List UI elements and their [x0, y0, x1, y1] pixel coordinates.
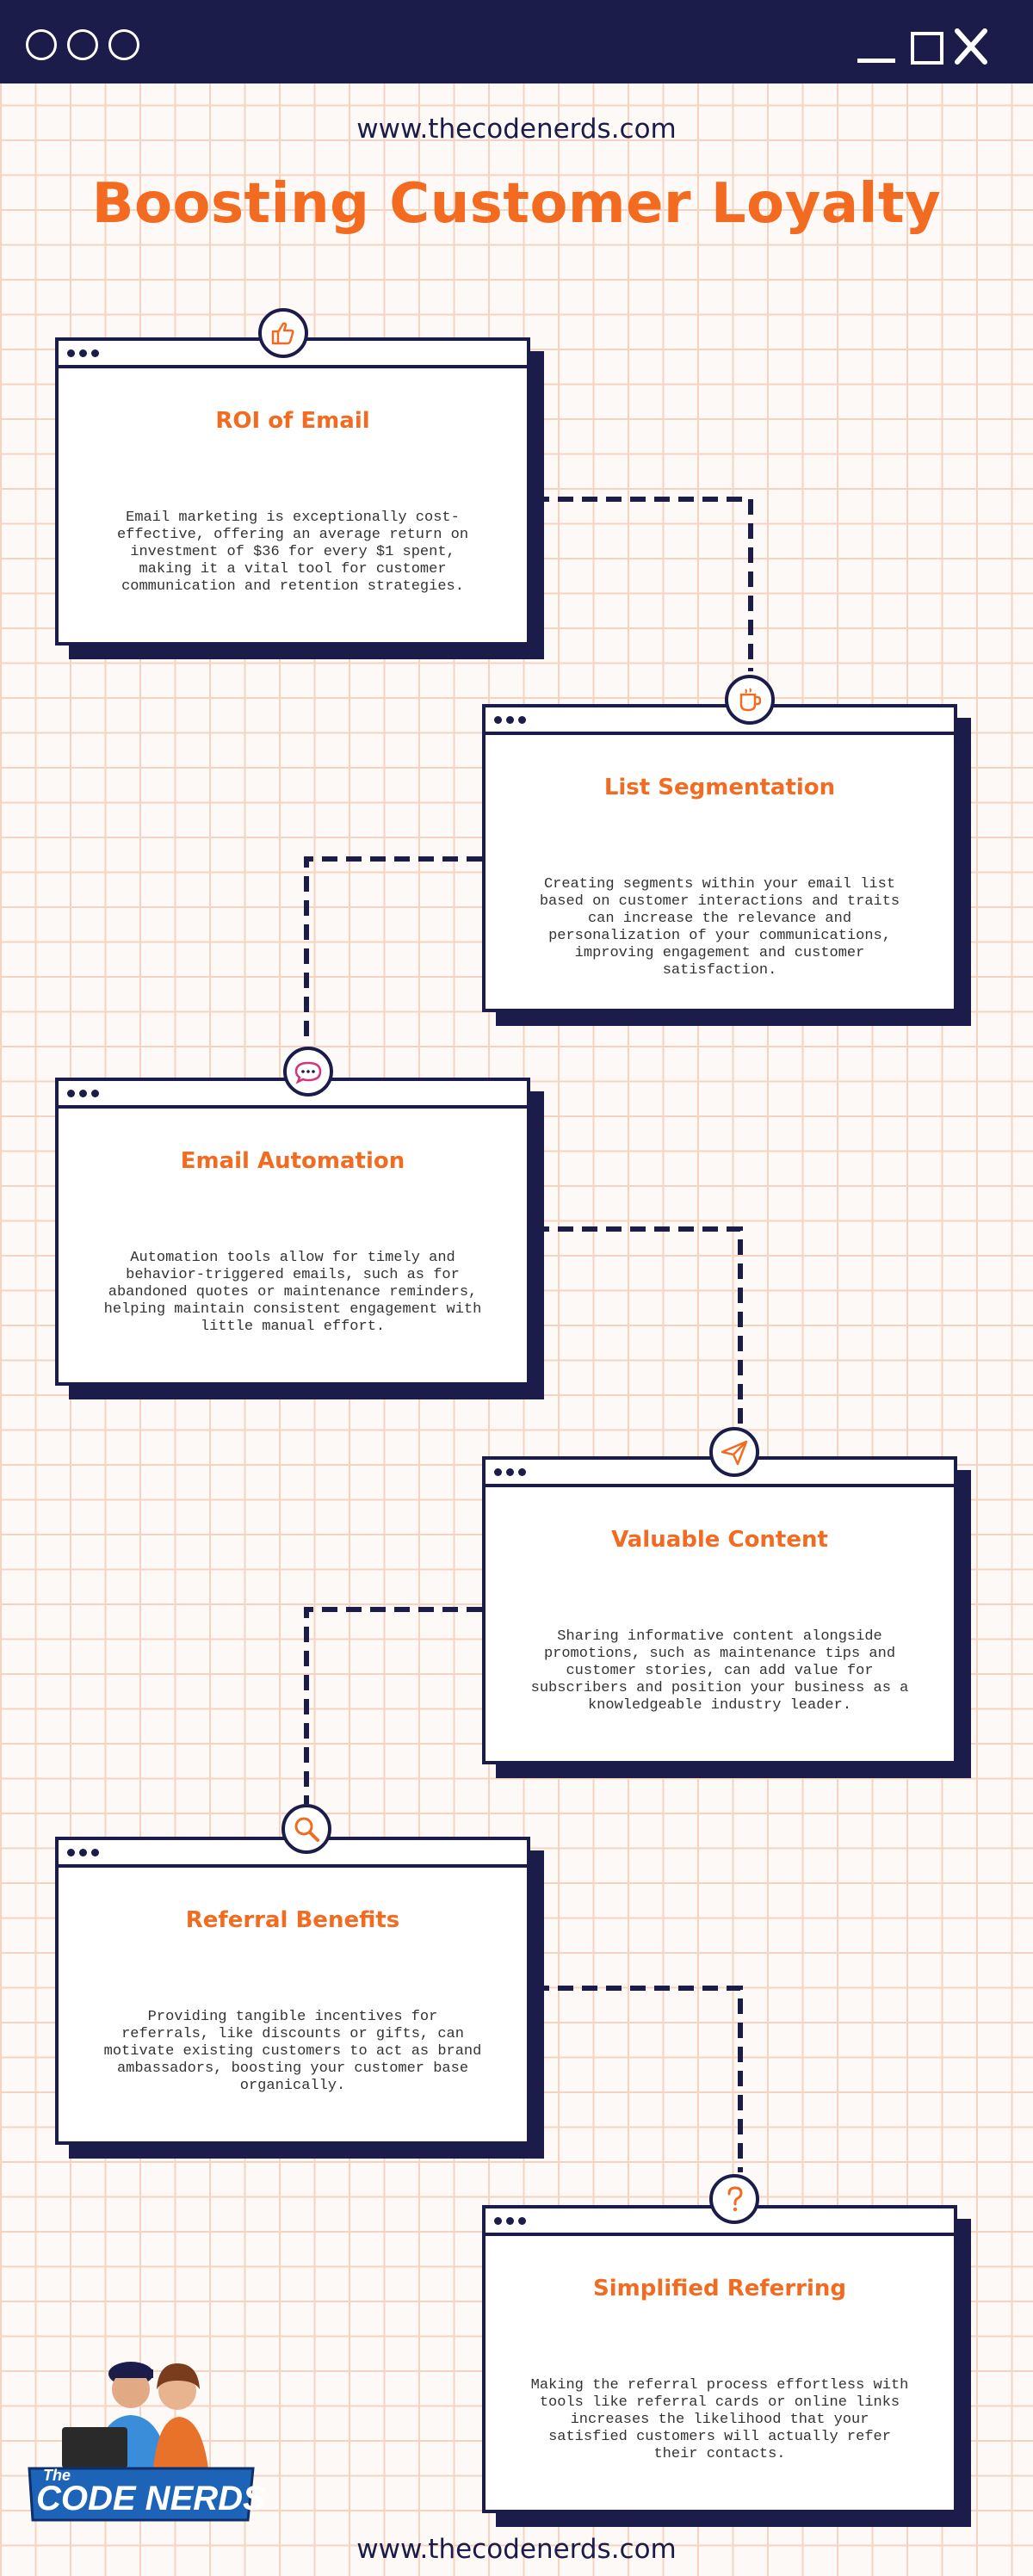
- card-title: List Segmentation: [603, 775, 836, 800]
- card-body: Making the referral process effortless w…: [530, 2377, 909, 2462]
- card-email-automation: Email Automation Automation tools allow …: [55, 1078, 530, 1386]
- card-body: Sharing informative content alongside pr…: [530, 1628, 909, 1714]
- card-body: Creating segments within your email list…: [539, 876, 900, 979]
- window-dot: [494, 1468, 502, 1476]
- magnifier-icon: [281, 1804, 331, 1854]
- window-dot: [518, 716, 526, 724]
- window-dot: [91, 349, 99, 357]
- window-dot: [506, 716, 514, 724]
- card-referral-benefits: Referral Benefits Providing tangible inc…: [55, 1837, 530, 2145]
- card-body: Email marketing is exceptionally cost-ef…: [116, 510, 469, 595]
- maximize-icon[interactable]: [911, 32, 943, 65]
- card-valuable-content: Valuable Content Sharing informative con…: [482, 1456, 957, 1764]
- card-title-bar: [486, 707, 954, 735]
- window-dot: [79, 349, 87, 357]
- card-title-bar: [486, 1460, 954, 1487]
- window-circle-control-1[interactable]: [26, 29, 57, 60]
- window-circle-control-2[interactable]: [67, 29, 98, 60]
- the-code-nerds-logo: The CODE NERDS: [28, 2362, 266, 2522]
- card-title: Simplified Referring: [592, 2276, 846, 2301]
- close-icon[interactable]: [954, 26, 988, 67]
- window-dot: [67, 1849, 75, 1856]
- window-dot: [91, 1849, 99, 1856]
- card-body: Providing tangible incentives for referr…: [103, 2009, 482, 2094]
- card-title: Valuable Content: [611, 1527, 828, 1553]
- coffee-cup-icon: [725, 675, 775, 725]
- footer-url[interactable]: www.thecodenerds.com: [356, 2534, 677, 2565]
- card-title-bar: [59, 1840, 527, 1868]
- window-dot: [518, 1468, 526, 1476]
- thumbs-up-icon: [258, 308, 308, 358]
- header-url[interactable]: www.thecodenerds.com: [356, 114, 677, 145]
- card-title: ROI of Email: [215, 408, 370, 434]
- card-title: Referral Benefits: [185, 1907, 400, 1933]
- window-dot: [494, 716, 502, 724]
- card-body: Automation tools allow for timely and be…: [103, 1250, 482, 1335]
- window-dot: [518, 2217, 526, 2225]
- window-dot: [91, 1090, 99, 1097]
- window-dot: [506, 2217, 514, 2225]
- card-title: Email Automation: [180, 1148, 405, 1174]
- window-title-bar: [0, 0, 1033, 83]
- window-dot: [67, 1090, 75, 1097]
- card-simplified-referring: Simplified Referring Making the referral…: [482, 2205, 957, 2513]
- card-list-segmentation: List Segmentation Creating segments with…: [482, 704, 957, 1012]
- card-title-bar: [59, 341, 527, 368]
- card-title-bar: [59, 1081, 527, 1109]
- paper-plane-icon: [709, 1427, 759, 1477]
- svg-text:The: The: [43, 2467, 71, 2484]
- page-title: Boosting Customer Loyalty: [91, 172, 942, 236]
- window-dot: [79, 1090, 87, 1097]
- svg-text:CODE NERDS: CODE NERDS: [36, 2480, 266, 2517]
- window-dot: [79, 1849, 87, 1856]
- minimize-icon[interactable]: [857, 59, 895, 63]
- window-dot: [506, 1468, 514, 1476]
- window-circle-control-3[interactable]: [108, 29, 139, 60]
- card-title-bar: [486, 2208, 954, 2236]
- card-roi-of-email: ROI of Email Email marketing is exceptio…: [55, 337, 530, 646]
- chat-bubble-icon: [283, 1047, 333, 1096]
- question-mark-icon: [709, 2174, 759, 2224]
- window-dot: [67, 349, 75, 357]
- window-dot: [494, 2217, 502, 2225]
